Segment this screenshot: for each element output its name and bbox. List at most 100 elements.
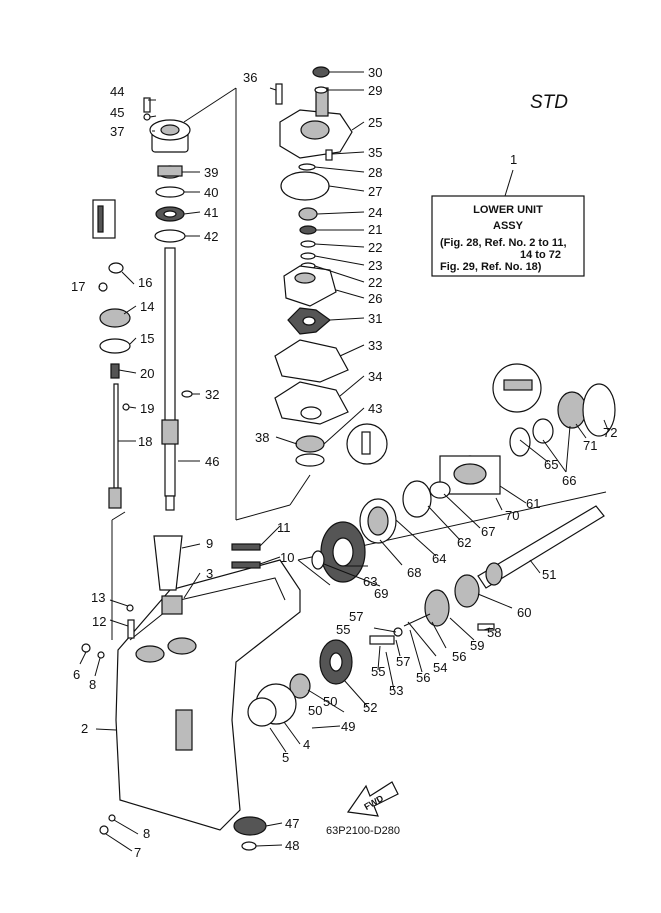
assembly-title: LOWER UNIT: [473, 204, 543, 216]
callout-72: 72: [603, 425, 617, 440]
callout-42: 42: [204, 229, 218, 244]
callout-71: 71: [583, 438, 597, 453]
callout-23: 23: [368, 258, 382, 273]
callout-16: 16: [138, 275, 152, 290]
std-label: STD: [530, 92, 568, 113]
forward-gear-63: [311, 521, 366, 583]
callout-25: 25: [368, 115, 382, 130]
callout-51: 51: [542, 567, 556, 582]
callout-40: 40: [204, 185, 218, 200]
callout-54: 54: [433, 660, 447, 675]
callout-9: 9: [206, 536, 213, 551]
callout-60: 60: [517, 605, 531, 620]
callout-8b: 8: [143, 826, 150, 841]
callout-22a: 22: [368, 240, 382, 255]
callout-38: 38: [255, 430, 269, 445]
callout-21: 21: [368, 222, 382, 237]
callout-7: 7: [134, 845, 141, 860]
callout-32: 32: [205, 387, 219, 402]
part-number-callouts: 2 3 4 5 6 7 8 8 9 10 11 12 13 14 15 16 1…: [71, 65, 617, 860]
callout-27: 27: [368, 184, 382, 199]
callout-leaders: [79, 71, 609, 852]
pinion-and-nut: [233, 816, 267, 851]
callout-26: 26: [368, 291, 382, 306]
callout-70: 70: [505, 508, 519, 523]
callout-20: 20: [140, 366, 154, 381]
callout-43: 43: [368, 401, 382, 416]
pump-housing: [275, 66, 353, 161]
callout-66: 66: [562, 473, 576, 488]
pump-gaskets: [280, 163, 337, 307]
callout-59: 59: [470, 638, 484, 653]
reverse-gear-52: [247, 639, 353, 727]
outer-plate-cartridge: [274, 339, 349, 467]
seals-62-68: [359, 480, 451, 544]
callout-62: 62: [457, 535, 471, 550]
callout-56b: 56: [452, 649, 466, 664]
callout-17: 17: [71, 279, 85, 294]
callout-35: 35: [368, 145, 382, 160]
callout-52: 52: [363, 700, 377, 715]
callout-19: 19: [140, 401, 154, 416]
callout-3: 3: [206, 566, 213, 581]
callout-50a: 50: [308, 703, 322, 718]
lower-casing: [115, 559, 301, 831]
callout-30: 30: [368, 65, 382, 80]
callout-22b: 22: [368, 275, 382, 290]
callout-24: 24: [368, 205, 382, 220]
assembly-ref-line-3: Fig. 29, Ref. No. 18): [440, 261, 542, 273]
callout-12: 12: [92, 614, 106, 629]
callout-18: 18: [138, 434, 152, 449]
callout-6: 6: [73, 667, 80, 682]
casing-fasteners: [81, 604, 135, 835]
callout-8a: 8: [89, 677, 96, 692]
assembly-ref-number: 1: [510, 152, 517, 167]
callout-58: 58: [487, 625, 501, 640]
seal-stack-left: [154, 165, 186, 243]
callout-31: 31: [368, 311, 382, 326]
callout-44: 44: [110, 84, 124, 99]
assembly-ref-line-2: 14 to 72: [520, 249, 561, 261]
callout-61: 61: [526, 496, 540, 511]
callout-13: 13: [91, 590, 105, 605]
callout-57b: 57: [396, 654, 410, 669]
callout-37: 37: [110, 124, 124, 139]
assembly-subtitle: ASSY: [493, 220, 524, 232]
clutch-and-shifter: [369, 613, 431, 645]
assembly-reference-box: 1 LOWER UNIT ASSY (Fig. 28, Ref. No. 2 t…: [431, 152, 585, 277]
impeller: [287, 307, 331, 335]
callout-56a: 56: [416, 670, 430, 685]
callout-64: 64: [432, 551, 446, 566]
callout-33: 33: [368, 338, 382, 353]
callout-63: 63: [363, 574, 377, 589]
callout-4: 4: [303, 737, 310, 752]
callout-29: 29: [368, 83, 382, 98]
assembly-ref-line-1: (Fig. 28, Ref. No. 2 to 11,: [440, 237, 567, 249]
callout-49: 49: [341, 719, 355, 734]
callout-5: 5: [282, 750, 289, 765]
callout-41: 41: [204, 205, 218, 220]
fwd-arrow-icon: FWD: [346, 781, 399, 817]
callout-65: 65: [544, 457, 558, 472]
callout-46: 46: [205, 454, 219, 469]
callout-55a: 55: [336, 622, 350, 637]
callout-15: 15: [140, 331, 154, 346]
shift-rod-assembly: [92, 199, 131, 509]
bearing-housing-61: [439, 427, 531, 495]
callout-45: 45: [110, 105, 124, 120]
drive-shaft-bearings: [153, 535, 261, 615]
callout-2: 2: [81, 721, 88, 736]
callout-10: 10: [280, 550, 294, 565]
callout-36: 36: [243, 70, 257, 85]
callout-57a: 57: [349, 609, 363, 624]
upper-bearing-housing: [143, 97, 191, 153]
reverse-gear-60: [424, 574, 495, 631]
bearing-detail-72: [492, 363, 616, 444]
callout-28: 28: [368, 165, 382, 180]
callout-55b: 55: [371, 664, 385, 679]
propeller-shaft: [477, 505, 605, 589]
callout-11: 11: [277, 520, 291, 535]
callout-34: 34: [368, 369, 382, 384]
dowel-pin-detail: [346, 423, 388, 465]
